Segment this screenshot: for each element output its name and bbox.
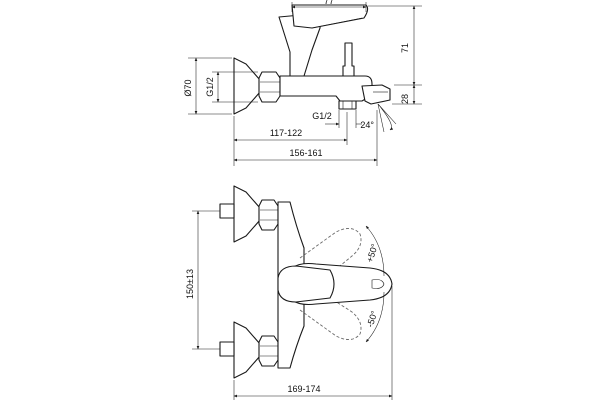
wall-flange-bottom <box>233 321 261 379</box>
label-width-top: 77 <box>324 0 334 6</box>
label-thread-bottom: G1/2 <box>312 111 332 121</box>
mixer-body-side <box>279 75 373 102</box>
diverter-knob-side <box>342 42 355 77</box>
spout-outlet-front <box>371 279 385 289</box>
rotation-arc-down <box>365 291 385 343</box>
wall-flange-side <box>233 57 261 115</box>
label-diameter: Ø70 <box>183 79 193 96</box>
inlet-pipe-bottom <box>219 341 235 357</box>
spout-angle-arc <box>377 103 394 131</box>
label-thread-left: G1/2 <box>205 77 215 97</box>
inlet-pipe-top <box>219 203 235 219</box>
wall-flange-top <box>233 185 261 243</box>
front-view: +50° -50° 150±13 169-174 <box>185 185 393 400</box>
label-angle-spout: 24° <box>360 120 374 130</box>
hex-nut-top <box>258 199 279 231</box>
label-height-top: 71 <box>400 43 410 53</box>
hex-nut-bottom <box>258 335 279 367</box>
label-height-right: 28 <box>400 94 410 104</box>
label-angle-down: -50° <box>365 309 380 328</box>
label-depth-short: 117-122 <box>270 128 302 138</box>
label-spacing: 150±13 <box>185 269 195 299</box>
label-depth-front: 169-174 <box>287 384 320 394</box>
side-view: 77 71 28 Ø70 G1/2 G1/2 24° 117-122 <box>183 0 422 166</box>
lever-cap-front <box>277 265 335 303</box>
spout-side <box>361 84 391 105</box>
label-angle-up: +50° <box>364 242 379 263</box>
label-depth-long: 156-161 <box>289 148 322 158</box>
hex-nut-side <box>258 71 281 103</box>
lever-ghost-down <box>299 289 362 340</box>
lever-ghost-up <box>299 228 362 285</box>
rotation-arc-up <box>365 225 385 277</box>
outlet-connector <box>338 100 357 110</box>
